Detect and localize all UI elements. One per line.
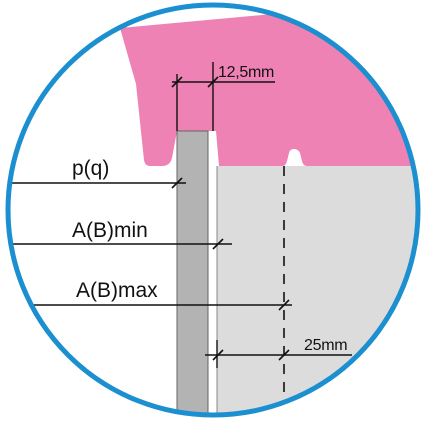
pink-block bbox=[120, 5, 418, 166]
label-ab-max: A(B)max bbox=[76, 279, 158, 302]
vertical-bar bbox=[176, 130, 209, 415]
label-dim-bottom: 25mm bbox=[304, 337, 347, 354]
label-ab-min: A(B)min bbox=[72, 219, 148, 242]
leader-ab-min bbox=[8, 238, 232, 250]
label-pq: p(q) bbox=[72, 157, 109, 180]
dimension-top bbox=[171, 62, 275, 131]
dimension-bottom bbox=[205, 340, 352, 368]
leader-ab-max bbox=[8, 299, 292, 311]
label-dim-top: 12,5mm bbox=[218, 64, 274, 81]
detail-circle-outline bbox=[5, 2, 421, 418]
leader-pq bbox=[8, 177, 186, 189]
